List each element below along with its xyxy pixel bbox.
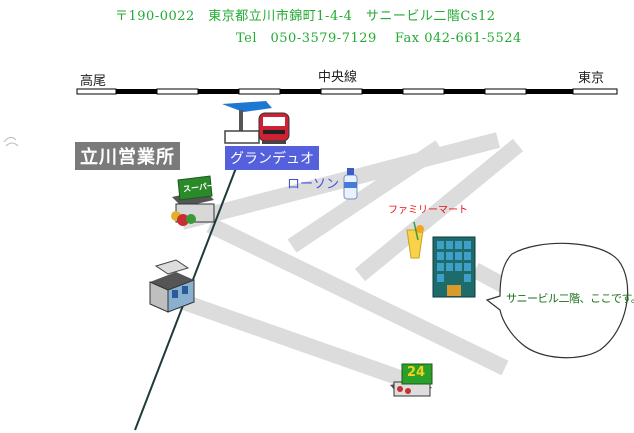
railway-line-label: 中央線 — [318, 70, 358, 85]
address-line: 〒190-0022 東京都立川市錦町1-4-4 サニービル二階Cs12 — [115, 9, 496, 24]
road-diagonal-upper — [179, 132, 501, 230]
office-label: 立川営業所 — [75, 142, 180, 170]
juice-glass-icon — [406, 221, 424, 259]
road-diagonal-main — [206, 217, 509, 376]
roads — [175, 132, 524, 393]
scribble-mark-icon — [3, 136, 19, 147]
convenience-24-sign: 24 — [407, 365, 426, 380]
convenience-store-24-icon — [390, 363, 433, 397]
train-icon — [258, 112, 290, 144]
contact-line: Tel 050-3579-7129 Fax 042-661-5524 — [236, 31, 522, 46]
supermarket-icon — [171, 175, 215, 226]
callout-bubble — [485, 242, 629, 359]
grandduo-label: グランデュオ — [225, 146, 319, 170]
road-diagonal-lower — [175, 292, 423, 393]
railway-line — [76, 88, 618, 95]
callout-text: サニービル二階、ここです。 — [506, 292, 634, 305]
train-station-icon — [222, 101, 272, 144]
familymart-label: ファミリーマート — [388, 205, 468, 216]
sunny-building-icon — [432, 236, 476, 298]
station-left-label: 高尾 — [80, 74, 107, 89]
office-building-icon — [149, 259, 195, 313]
road-north-south-right — [354, 138, 524, 282]
lawson-label: ローソン — [287, 177, 340, 192]
road-north-south-left — [287, 140, 445, 253]
water-bottle-icon — [343, 168, 358, 200]
station-right-label: 東京 — [578, 71, 605, 86]
